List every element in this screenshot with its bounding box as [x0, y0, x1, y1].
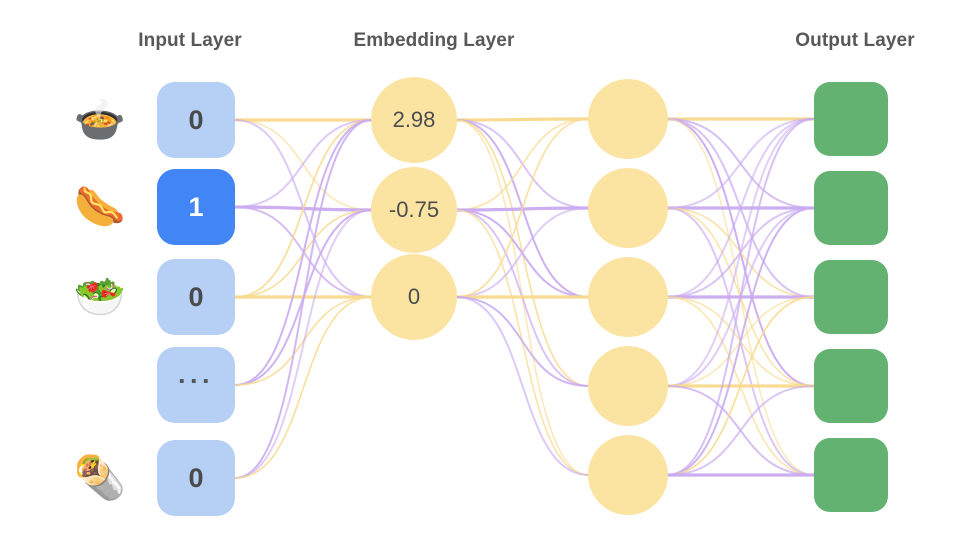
edge — [234, 119, 373, 298]
edge — [455, 118, 590, 211]
edge — [234, 205, 373, 212]
stew-icon: 🍲 — [73, 96, 127, 143]
output-node-2[interactable] — [814, 260, 888, 334]
edge — [234, 296, 373, 479]
output-node-1[interactable] — [814, 171, 888, 245]
layer-title-1: Embedding Layer — [353, 30, 515, 51]
edge — [666, 296, 815, 387]
input-node-2[interactable]: 0 — [157, 259, 235, 335]
hidden-node-1[interactable] — [588, 168, 668, 248]
edge — [455, 296, 590, 476]
edge — [234, 209, 373, 479]
edge — [666, 118, 815, 209]
input-node-4[interactable]: 0 — [157, 440, 235, 516]
edge — [666, 118, 815, 387]
hotdog-icon: 🌭 — [73, 183, 127, 230]
edge — [455, 119, 590, 387]
taco-icon: 🌯 — [73, 454, 127, 501]
layer-title-0: Input Layer — [138, 30, 242, 51]
edge — [234, 119, 373, 211]
edge — [666, 385, 815, 476]
salad-icon: 🥗 — [73, 273, 127, 320]
edge — [666, 118, 815, 476]
embedding-node-2[interactable]: 0 — [371, 254, 457, 340]
edge — [666, 207, 815, 298]
edge — [666, 207, 815, 387]
hidden-node-3[interactable] — [588, 346, 668, 426]
edge — [455, 207, 590, 298]
input-node-0[interactable]: 0 — [157, 82, 235, 158]
edge — [234, 119, 373, 208]
edge — [666, 296, 815, 476]
output-node-3[interactable] — [814, 349, 888, 423]
edge — [234, 296, 373, 386]
edge — [666, 385, 815, 476]
edge — [234, 209, 373, 298]
embedding-node-1[interactable]: -0.75 — [371, 167, 457, 253]
edge — [455, 209, 590, 298]
edge — [666, 118, 815, 476]
output-node-4[interactable] — [814, 438, 888, 512]
edge — [666, 207, 815, 387]
edge — [666, 207, 815, 476]
edge — [455, 119, 590, 476]
edge — [455, 119, 590, 209]
edge — [455, 296, 590, 387]
output-node-0[interactable] — [814, 82, 888, 156]
edge — [666, 118, 815, 298]
edge — [455, 117, 590, 122]
edge — [234, 206, 373, 298]
edge — [666, 118, 815, 387]
edge — [666, 118, 815, 298]
edge — [455, 118, 590, 298]
edge — [455, 206, 590, 212]
layer-title-2: Output Layer — [795, 30, 915, 51]
edge — [455, 209, 590, 476]
edge — [666, 207, 815, 298]
input-node-3[interactable]: ··· — [157, 347, 235, 423]
hidden-node-2[interactable] — [588, 257, 668, 337]
edge — [234, 119, 373, 298]
edge — [666, 296, 815, 476]
edge — [455, 209, 590, 387]
edge — [666, 296, 815, 387]
edge — [234, 119, 373, 386]
input-node-1[interactable]: 1 — [157, 169, 235, 245]
edge — [234, 209, 373, 386]
edge — [666, 207, 815, 476]
edge — [234, 119, 373, 479]
edge — [666, 118, 815, 209]
hidden-node-0[interactable] — [588, 79, 668, 159]
embedding-node-0[interactable]: 2.98 — [371, 77, 457, 163]
edge — [455, 119, 590, 298]
hidden-node-4[interactable] — [588, 435, 668, 515]
